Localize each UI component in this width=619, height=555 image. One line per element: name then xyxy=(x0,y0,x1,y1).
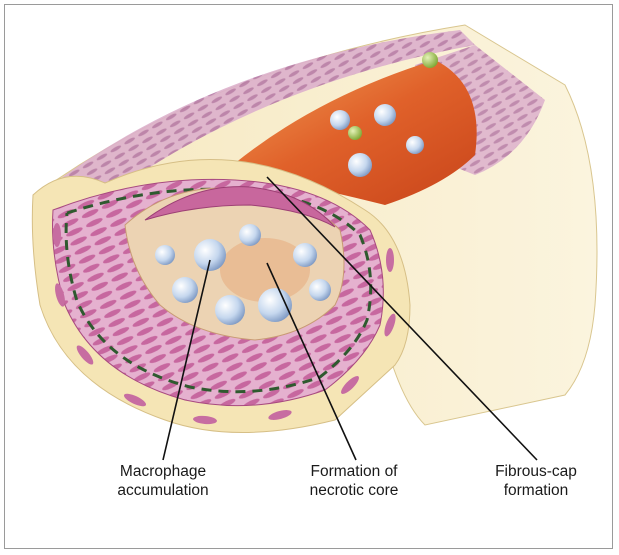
label-macrophage-accumulation: Macrophage accumulation xyxy=(93,462,233,500)
label-line: Formation of xyxy=(289,462,419,481)
label-fibrous-cap: Fibrous-cap formation xyxy=(471,462,601,500)
label-line: Fibrous-cap xyxy=(471,462,601,481)
label-line: Macrophage xyxy=(93,462,233,481)
label-line: accumulation xyxy=(93,481,233,500)
label-line: formation xyxy=(471,481,601,500)
label-line: necrotic core xyxy=(289,481,419,500)
label-necrotic-core: Formation of necrotic core xyxy=(289,462,419,500)
figure-frame: Macrophage accumulation Formation of nec… xyxy=(4,4,613,549)
